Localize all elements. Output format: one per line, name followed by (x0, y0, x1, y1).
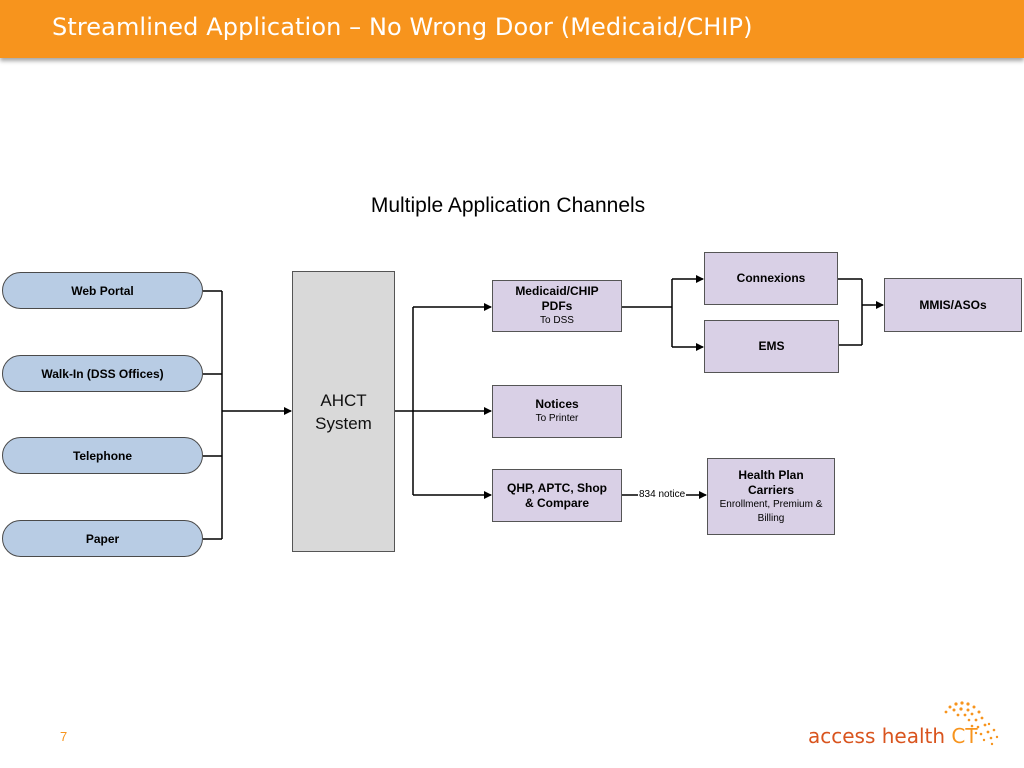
ahct-label-line2: System (315, 413, 372, 433)
channel-label: Web Portal (71, 283, 134, 298)
connexions-box: Connexions (704, 252, 838, 305)
ems-title: EMS (758, 339, 785, 353)
edge-label-834-notice: 834 notice (638, 489, 687, 500)
connexions-title: Connexions (736, 271, 806, 285)
qhp-title-line1: QHP, APTC, Shop (506, 480, 607, 495)
health-plan-carriers-box: Health Plan Carriers Enrollment, Premium… (707, 458, 835, 535)
logo-sunburst-icon (944, 701, 999, 746)
slide-title: Streamlined Application – No Wrong Door … (52, 13, 753, 41)
medicaid-chip-box: Medicaid/CHIP PDFs To DSS (492, 280, 622, 332)
channel-label: Paper (85, 531, 120, 546)
diagram-title: Multiple Application Channels (370, 194, 646, 217)
medicaid-title-line1: Medicaid/CHIP (515, 284, 599, 298)
ahct-system-box: AHCT System (292, 271, 395, 552)
medicaid-title-line2: PDFs (541, 299, 573, 313)
logo-text-main: access health (808, 724, 952, 748)
notices-box: Notices To Printer (492, 385, 622, 438)
mmis-asos-box: MMIS/ASOs (884, 278, 1022, 332)
slide-header: Streamlined Application – No Wrong Door … (0, 0, 1024, 58)
logo-wordmark: access health CT (808, 724, 978, 748)
carriers-subtitle-line1: Enrollment, Premium & (719, 498, 823, 510)
logo-text-accent: CT (951, 724, 978, 748)
channel-telephone: Telephone (2, 437, 203, 474)
qhp-box: QHP, APTC, Shop & Compare (492, 469, 622, 522)
channel-walk-in: Walk-In (DSS Offices) (2, 355, 203, 392)
channel-label: Walk-In (DSS Offices) (41, 366, 164, 381)
qhp-title-line2: & Compare (524, 495, 589, 510)
ahct-label-line1: AHCT (320, 390, 367, 410)
notices-subtitle: To Printer (535, 413, 579, 424)
channel-paper: Paper (2, 520, 203, 557)
channel-web-portal: Web Portal (2, 272, 203, 309)
channel-label: Telephone (72, 448, 133, 463)
page-number: 7 (60, 729, 68, 744)
ems-box: EMS (704, 320, 839, 373)
mmis-title: MMIS/ASOs (919, 297, 987, 312)
medicaid-subtitle: To DSS (540, 315, 574, 326)
carriers-title-line2: Carriers (747, 482, 795, 497)
notices-title: Notices (535, 397, 579, 411)
carriers-subtitle-line2: Billing (757, 512, 785, 524)
carriers-title-line1: Health Plan (738, 467, 804, 482)
access-health-ct-logo: access health CT (806, 700, 1006, 750)
